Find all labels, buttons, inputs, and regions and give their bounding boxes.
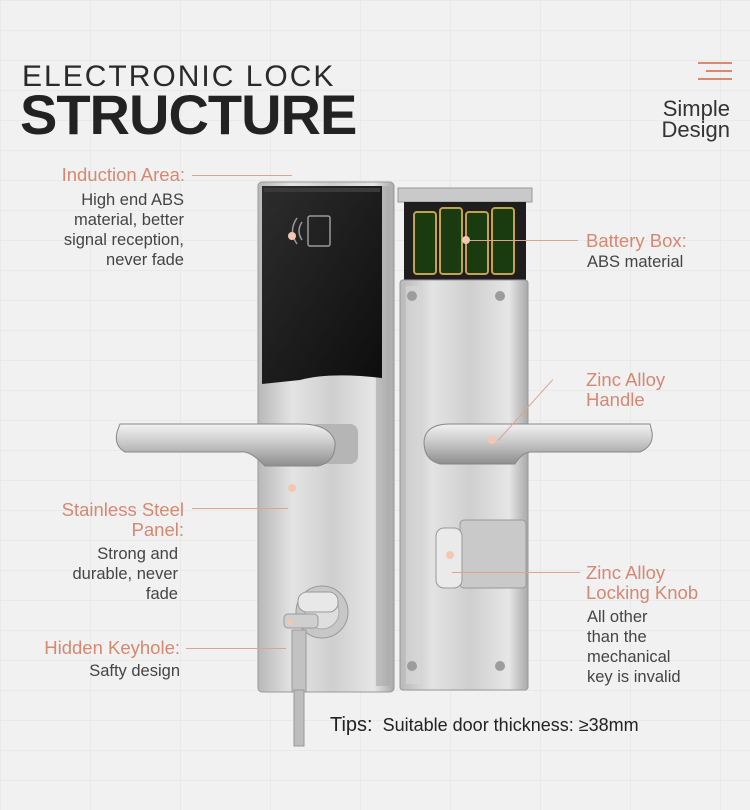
battery-desc: ABS material (587, 253, 684, 271)
back-handle (423, 423, 653, 465)
tips: Tips: Suitable door thickness: ≥38mm (330, 714, 639, 737)
induction-label: Induction Area: (61, 164, 185, 185)
knob-marker (446, 551, 454, 559)
menu-icon[interactable] (698, 62, 732, 82)
keyhole-leader (186, 648, 286, 649)
nfc-icon (288, 215, 331, 247)
handle-label: Zinc Alloy Handle (586, 369, 666, 410)
simple-design-caption: Simple Design (661, 96, 730, 142)
panel-desc: Strong and durable, never fade (72, 545, 179, 603)
battery-label: Battery Box: (586, 230, 687, 251)
battery-leader (466, 240, 578, 241)
battery-box (413, 207, 515, 275)
panel-label: Stainless Steel Panel: (61, 499, 184, 540)
title-line1: ELECTRONIC LOCK (22, 60, 336, 93)
knob-desc: All other than the mechanical key is inv… (587, 608, 681, 686)
keyhole-desc: Safty design (89, 662, 180, 680)
panel-marker (288, 484, 296, 492)
knob-label: Zinc Alloy Locking Knob (586, 562, 699, 603)
title-line2: STRUCTURE (20, 83, 357, 146)
battery-marker (462, 236, 470, 244)
keyhole-label: Hidden Keyhole: (44, 637, 180, 658)
keyhole-cylinder (283, 585, 349, 747)
tips-text: Suitable door thickness: ≥38mm (382, 715, 639, 735)
handle-marker (488, 436, 496, 444)
tips-label: Tips: (330, 714, 373, 736)
induction-leader (192, 175, 292, 176)
induction-desc: High end ABS material, better signal rec… (63, 191, 184, 269)
front-handle (115, 423, 358, 467)
knob-leader (452, 572, 580, 573)
panel-leader (192, 508, 288, 509)
